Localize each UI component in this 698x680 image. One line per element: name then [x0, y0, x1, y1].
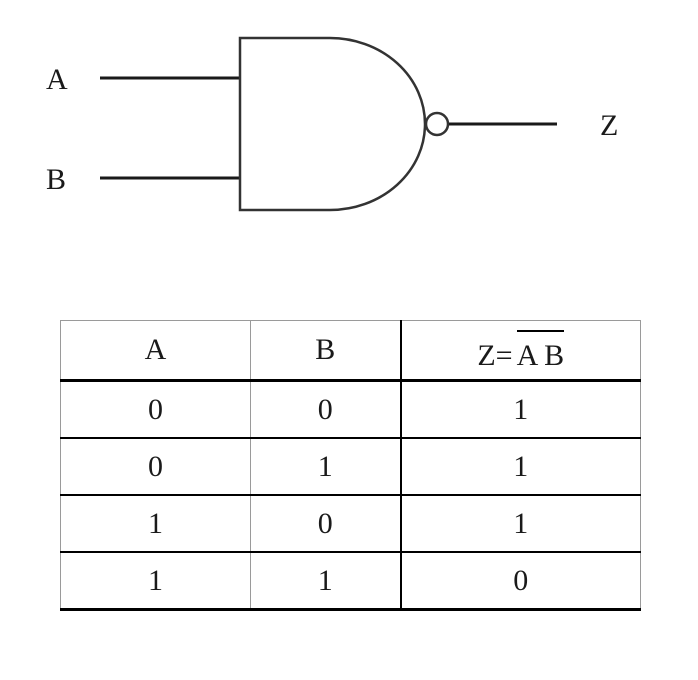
nand-gate-diagram: A B Z	[0, 8, 698, 248]
cell-b: 1	[250, 438, 401, 496]
truth-table-header-row: A B Z=A B	[60, 320, 641, 382]
nand-gate-symbol: A B Z	[46, 36, 618, 212]
table-row: 1 0 1	[60, 495, 641, 553]
cell-a: 1	[60, 495, 251, 553]
table-row: 0 1 1	[60, 438, 641, 496]
truth-table-wrap: A B Z=A B 0 0 1 0 1 1 1 0 1	[60, 320, 698, 611]
table-row: 0 0 1	[60, 380, 641, 439]
cell-b: 1	[250, 552, 401, 611]
cell-z: 0	[399, 552, 641, 611]
input-b-label: B	[46, 163, 66, 196]
input-a-label: A	[46, 63, 68, 96]
cell-a: 0	[60, 380, 251, 439]
table-row: 1 1 0	[60, 552, 641, 611]
cell-a: 0	[60, 438, 251, 496]
cell-b: 0	[250, 380, 401, 439]
cell-a: 1	[60, 552, 251, 611]
header-a: A	[60, 320, 251, 382]
header-z-prefix: Z=	[477, 339, 513, 372]
header-b: B	[250, 320, 401, 382]
cell-z: 1	[399, 495, 641, 553]
header-z: Z=A B	[399, 320, 641, 382]
gate-body	[238, 36, 427, 212]
cell-b: 0	[250, 495, 401, 553]
output-z-label: Z	[600, 109, 618, 142]
cell-z: 1	[399, 438, 641, 496]
header-z-overline: A B	[516, 330, 565, 373]
cell-z: 1	[399, 380, 641, 439]
truth-table: A B Z=A B 0 0 1 0 1 1 1 0 1	[60, 320, 641, 611]
inversion-bubble-icon	[424, 111, 450, 137]
